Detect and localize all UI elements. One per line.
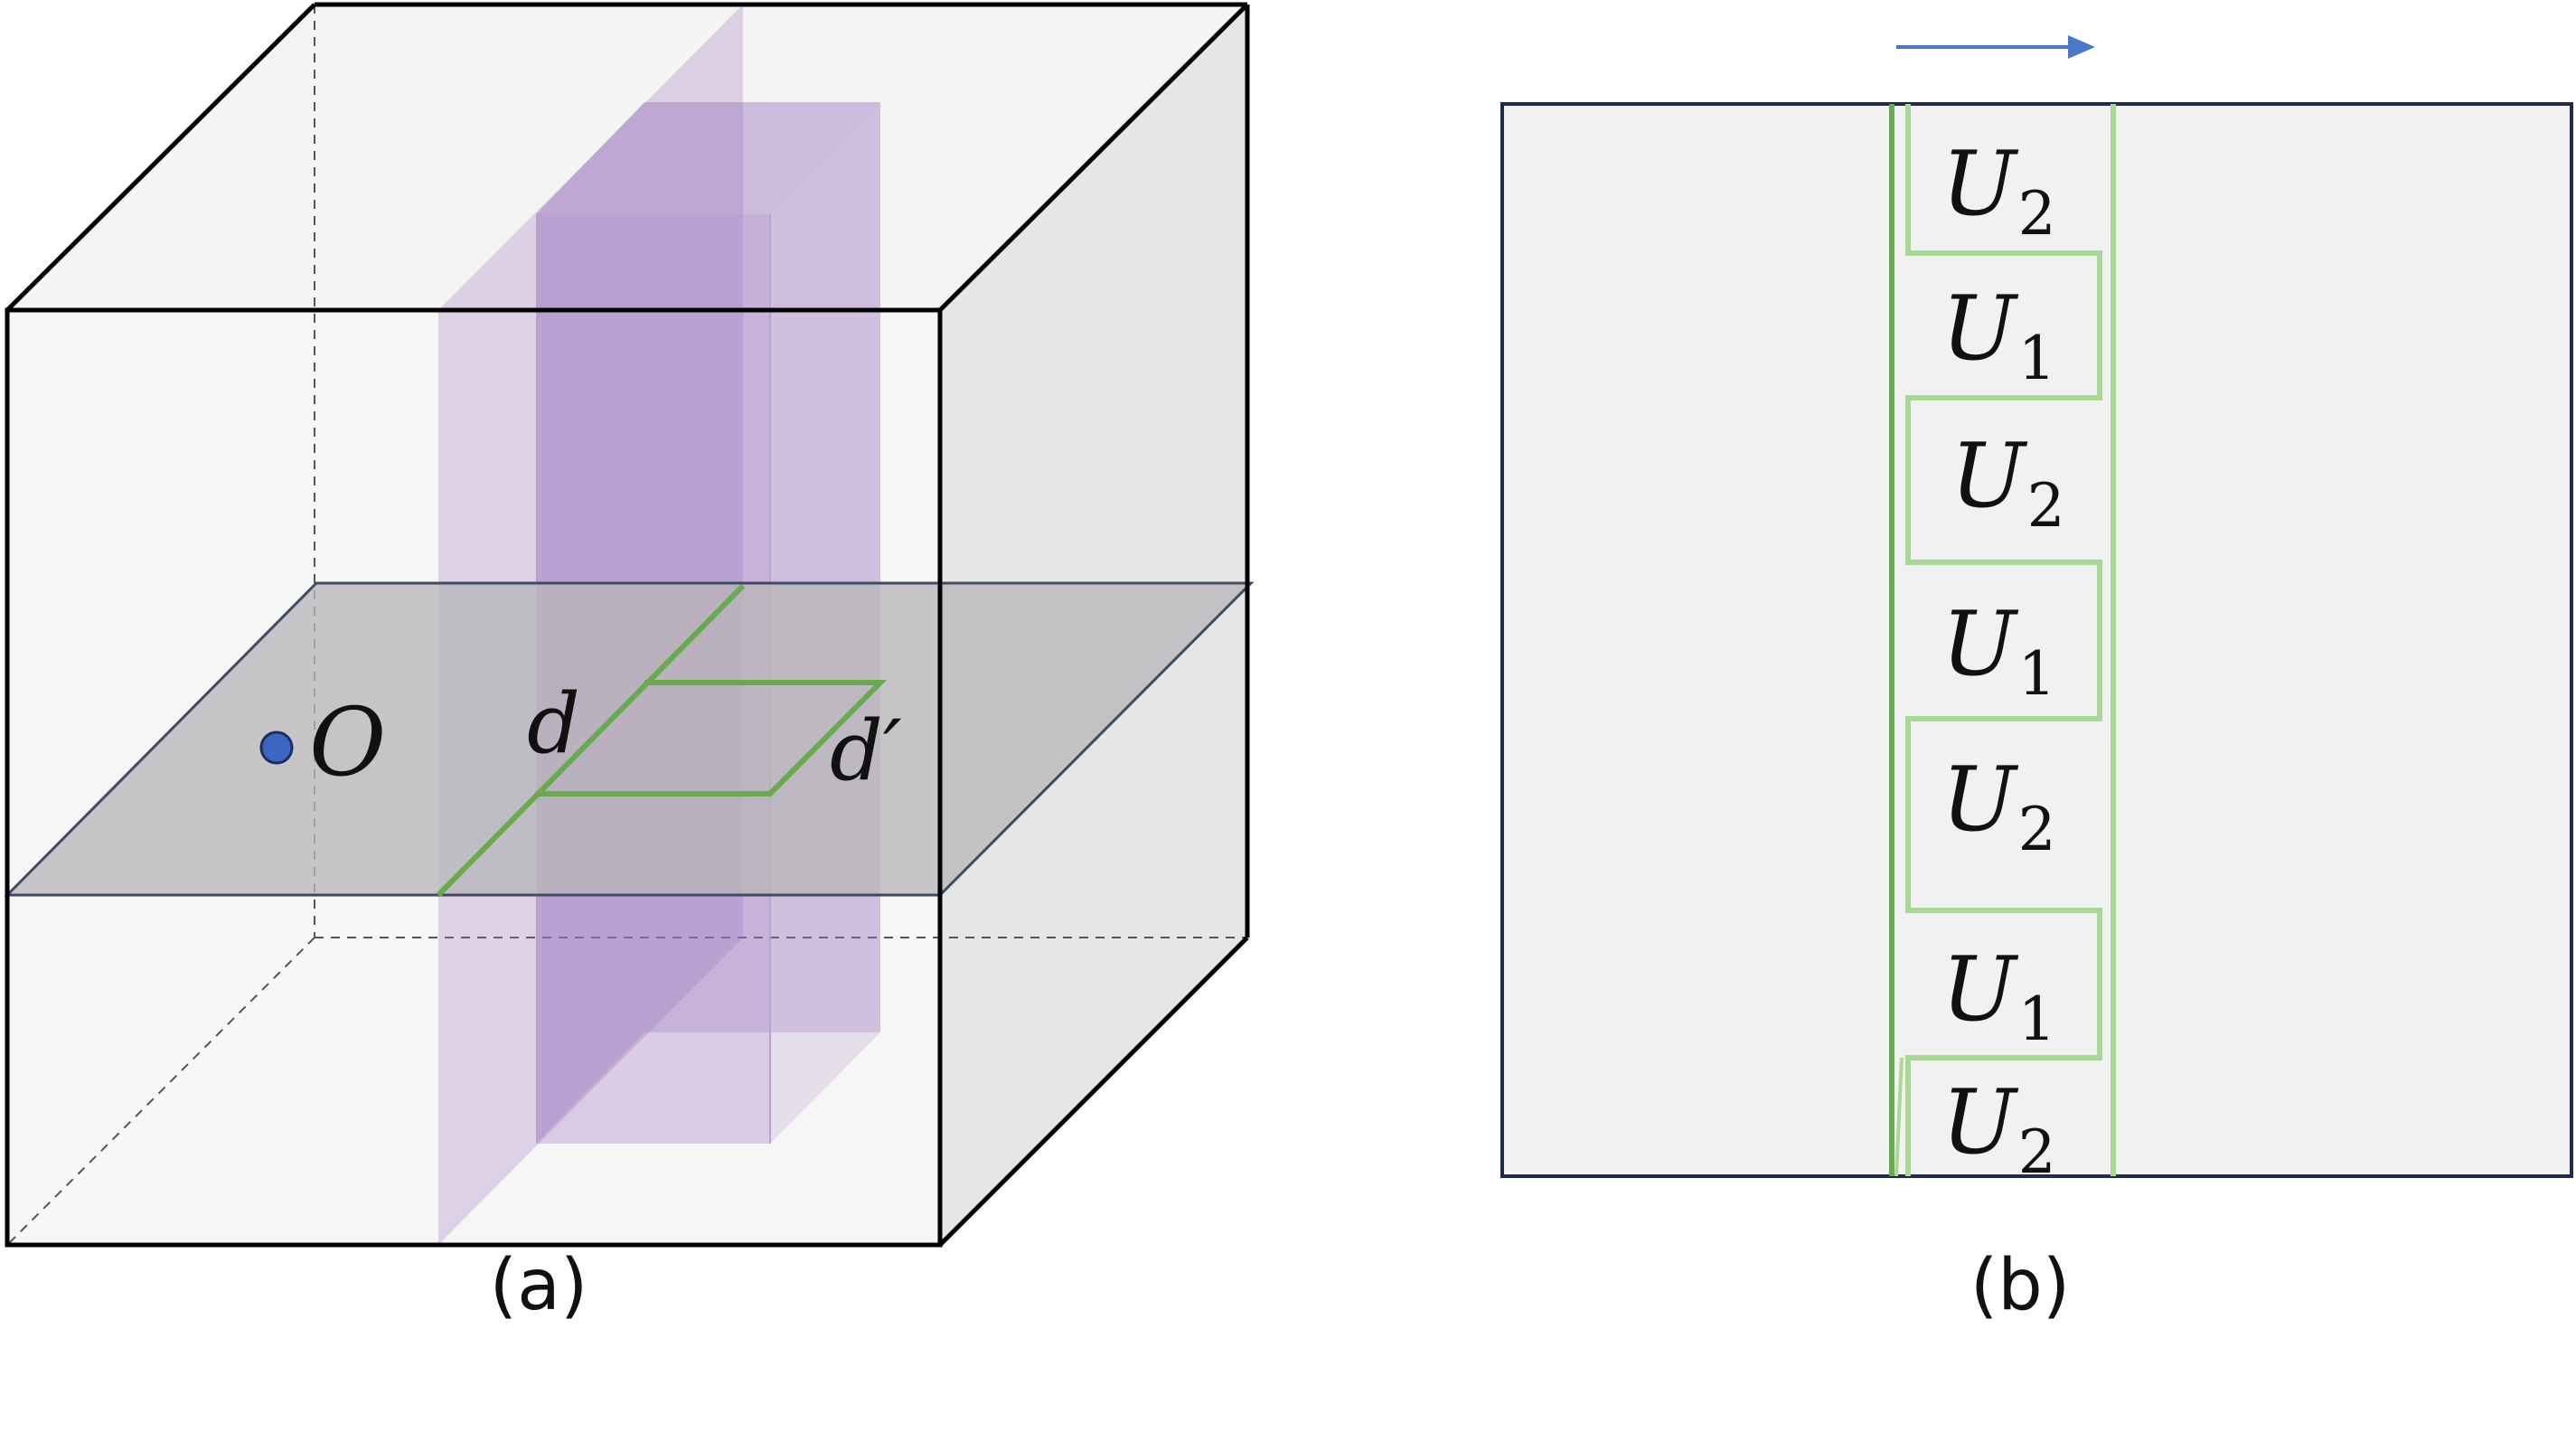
slab-inner-top	[536, 102, 880, 214]
point-o	[259, 730, 294, 765]
strip-label: U1	[1941, 593, 2056, 709]
panel-b-caption: (b)	[1970, 1245, 2070, 1326]
strip-label: U2	[1941, 749, 2056, 864]
strip-label: U2	[1941, 1071, 2056, 1187]
strip-label: U1	[1941, 278, 2056, 393]
panel-a: O d d′ (a)	[4, 2, 1255, 1326]
meander-path	[1894, 104, 2116, 1177]
line-dprime-label: d′	[830, 702, 902, 799]
direction-arrow	[1896, 35, 2095, 59]
meander-line	[1905, 104, 2102, 1176]
line-d-label: d	[527, 675, 580, 772]
cube-visible-edges	[5, 2, 1250, 1248]
green-lines	[436, 583, 888, 898]
strip-label: U2	[1951, 425, 2065, 541]
line-d	[436, 583, 746, 898]
strip-labels: U2 U1 U2 U1 U2 U1 U2	[1941, 133, 2065, 1187]
point-o-label: O	[309, 687, 386, 797]
cube-top-face	[7, 5, 1247, 310]
line-dprime	[536, 680, 888, 796]
strip-label: U2	[1941, 133, 2056, 249]
panel-b: U2 U1 U2 U1 U2 U1 U2 (b)	[1500, 35, 2573, 1326]
strip-label: U1	[1941, 938, 2056, 1054]
cube-hidden-edges	[6, 5, 1247, 1246]
strip-panel	[1500, 102, 2573, 1178]
panel-a-caption: (a)	[490, 1245, 588, 1326]
